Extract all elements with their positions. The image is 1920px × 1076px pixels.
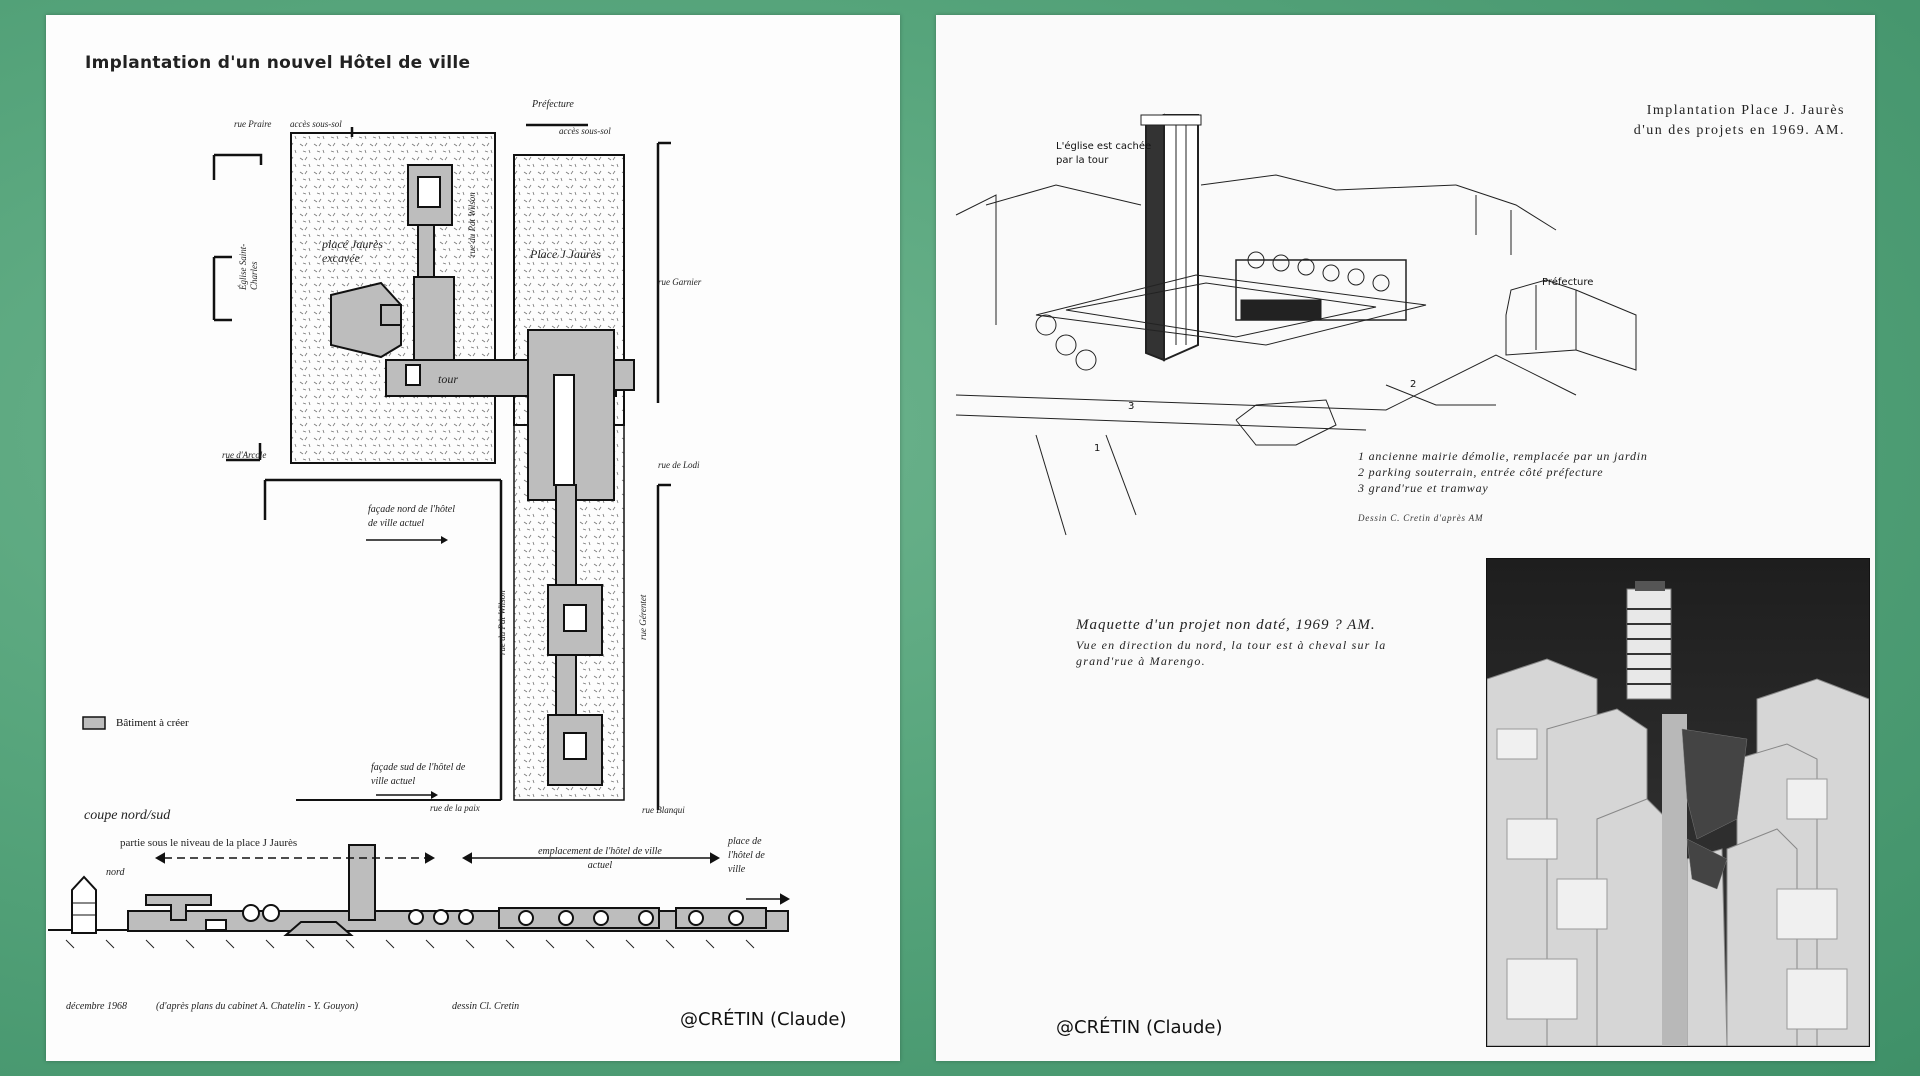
footer-dessin: dessin Cl. Cretin <box>452 1001 520 1012</box>
left-page: Implantation d'un nouvel Hôtel de ville <box>46 15 900 1061</box>
maquette-subtitle: Vue en direction du nord, la tour est à … <box>1076 637 1386 669</box>
central-building <box>413 276 455 368</box>
label-rue-gerentet: rue Gérentet <box>638 594 648 640</box>
maquette-subtitle-line-2: grand'rue à Marengo. <box>1076 654 1206 668</box>
dessin-credit: Dessin C. Cretin d'après AM <box>1358 513 1484 523</box>
label-partie-sous: partie sous le niveau de la place J Jaur… <box>120 837 298 849</box>
label-rue-wilson-top: rue du Pdt Wilson <box>467 192 477 257</box>
eglise-label-line-1: L'église est cachée <box>1056 141 1152 152</box>
maquette-subtitle-line-1: Vue en direction du nord, la tour est à … <box>1076 638 1387 652</box>
drawing-legend: 1 ancienne mairie démolie, remplacée par… <box>1358 448 1648 496</box>
label-rue-garnier: rue Garnier <box>658 277 702 287</box>
left-credit: @CRÉTIN (Claude) <box>680 1009 847 1030</box>
number-1: 1 <box>1094 443 1101 454</box>
label-acces-sous-sol-2: accès sous-sol <box>559 126 611 136</box>
legend-item-1: 1 ancienne mairie démolie, remplacée par… <box>1358 449 1648 463</box>
legend-batiment: Bâtiment à créer <box>116 717 189 729</box>
number-3: 3 <box>1128 401 1135 412</box>
legend-item-3: 3 grand'rue et tramway <box>1358 481 1489 495</box>
label-place-jaures-excavee: placé Jaurès excavée <box>322 237 383 265</box>
caption-line-1: Implantation Place J. Jaurès <box>1646 103 1845 118</box>
model-photo-image <box>1487 559 1869 1046</box>
label-rue-arcole: rue d'Arcole <box>222 450 267 460</box>
label-rue-praire: rue Praire <box>234 119 272 129</box>
label-emplacement: emplacement de l'hôtel de ville actuel <box>538 846 662 871</box>
legend-item-2: 2 parking souterrain, entrée côté préfec… <box>1358 465 1604 479</box>
caption-implantation: Implantation Place J. Jaurès d'un des pr… <box>1634 101 1845 141</box>
label-rue-lodi: rue de Lodi <box>658 460 700 470</box>
perspective-drawing <box>955 113 1637 536</box>
label-tour: tour <box>438 372 459 386</box>
label-nord: nord <box>106 867 125 878</box>
footer-plans: (d'après plans du cabinet A. Chatelin - … <box>156 1001 359 1012</box>
label-prefecture: Préfecture <box>532 99 574 110</box>
label-place-j-jaures: Place J Jaurès <box>530 247 601 261</box>
label-eglise: Église Saint-Charles <box>238 243 259 290</box>
eglise-label-line-2: par la tour <box>1056 155 1109 166</box>
model-photo <box>1486 558 1870 1047</box>
section-cut <box>48 844 791 936</box>
label-rue-blanqui: rue Blanqui <box>642 805 685 815</box>
caption-line-2: d'un des projets en 1969. AM. <box>1633 123 1845 138</box>
prefecture-label: Préfecture <box>1542 277 1594 288</box>
label-acces-sous-sol-1: accès sous-sol <box>290 119 342 129</box>
right-page: Implantation Place J. Jaurès d'un des pr… <box>936 15 1875 1061</box>
number-2: 2 <box>1410 379 1417 390</box>
label-coupe: coupe nord/sud <box>84 808 171 823</box>
label-facade-sud: façade sud de l'hôtel de ville actuel <box>371 762 466 787</box>
site-plan <box>48 123 791 949</box>
maquette-title: Maquette d'un projet non daté, 1969 ? AM… <box>1076 617 1376 633</box>
footer-date: décembre 1968 <box>66 1001 127 1012</box>
page-title: Implantation d'un nouvel Hôtel de ville <box>85 53 471 73</box>
polygon-building <box>330 281 402 359</box>
label-place-hotel: place de l'hôtel de ville <box>728 836 765 875</box>
eglise-label: L'église est cachée par la tour <box>1056 140 1151 168</box>
label-rue-de-la-paix: rue de la paix <box>430 803 480 813</box>
legend-swatch <box>82 716 106 730</box>
street-lines <box>212 123 671 810</box>
label-rue-wilson: rue du Pdt Wilson <box>497 590 507 655</box>
label-facade-nord: façade nord de l'hôtel de ville actuel <box>368 504 456 529</box>
right-credit: @CRÉTIN (Claude) <box>1056 1017 1223 1038</box>
